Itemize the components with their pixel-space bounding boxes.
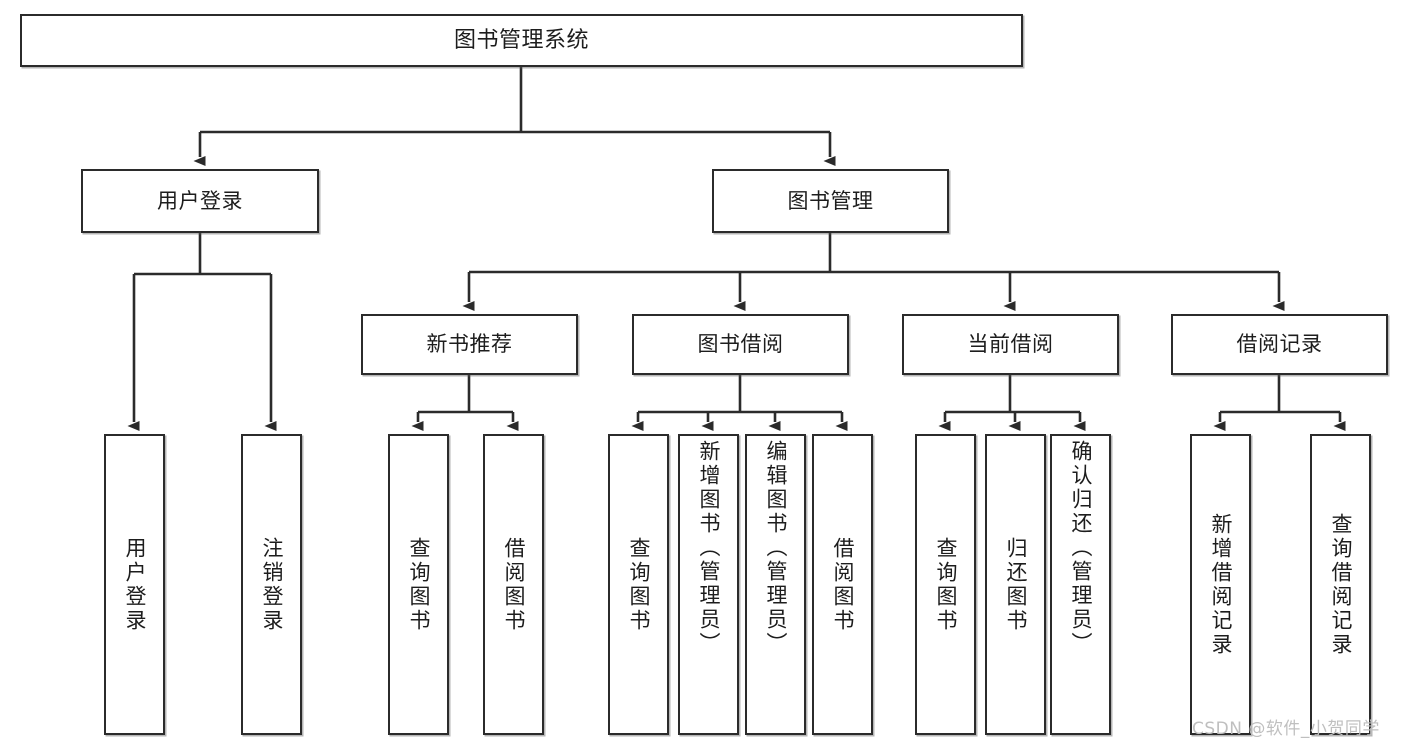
leaf-borrow-book-recommend-label: 借阅图书 bbox=[502, 536, 526, 633]
leaf-query-book-current-label: 查询图书 bbox=[934, 536, 958, 633]
leaf-user-login-label: 用户登录 bbox=[123, 536, 147, 633]
node-borrow-record[interactable]: 借阅记录 bbox=[1171, 314, 1388, 375]
leaf-query-borrow-record[interactable]: 查询借阅记录 bbox=[1310, 434, 1371, 735]
leaf-add-borrow-record[interactable]: 新增借阅记录 bbox=[1190, 434, 1251, 735]
leaf-query-book-borrow[interactable]: 查询图书 bbox=[608, 434, 669, 735]
node-new-book-recommend-label: 新书推荐 bbox=[426, 332, 513, 356]
leaf-add-book-admin[interactable]: 新增图书（管理员） bbox=[678, 434, 739, 735]
node-borrow-record-label: 借阅记录 bbox=[1236, 332, 1323, 356]
node-book-management[interactable]: 图书管理 bbox=[712, 169, 949, 233]
node-user-login-label: 用户登录 bbox=[157, 188, 243, 213]
node-book-borrow-label: 图书借阅 bbox=[697, 332, 784, 356]
leaf-logout-login-label: 注销登录 bbox=[260, 536, 284, 633]
leaf-borrow-book[interactable]: 借阅图书 bbox=[812, 434, 873, 735]
node-book-borrow[interactable]: 图书借阅 bbox=[632, 314, 849, 375]
leaf-query-book-current[interactable]: 查询图书 bbox=[915, 434, 976, 735]
leaf-confirm-return-admin-label: 确认归还（管理员） bbox=[1069, 440, 1093, 656]
leaf-confirm-return-admin[interactable]: 确认归还（管理员） bbox=[1050, 434, 1111, 735]
leaf-return-book[interactable]: 归还图书 bbox=[985, 434, 1046, 735]
leaf-edit-book-admin[interactable]: 编辑图书（管理员） bbox=[745, 434, 806, 735]
node-root-label: 图书管理系统 bbox=[453, 27, 589, 53]
leaf-edit-book-admin-label: 编辑图书（管理员） bbox=[764, 440, 788, 656]
leaf-return-book-label: 归还图书 bbox=[1004, 536, 1028, 633]
leaf-query-book-recommend[interactable]: 查询图书 bbox=[388, 434, 449, 735]
node-current-borrow-label: 当前借阅 bbox=[967, 332, 1054, 356]
leaf-borrow-book-recommend[interactable]: 借阅图书 bbox=[483, 434, 544, 735]
leaf-add-book-admin-label: 新增图书（管理员） bbox=[697, 440, 721, 656]
csdn-watermark: CSDN @软件_小贺同学 bbox=[1192, 719, 1380, 739]
leaf-logout-login[interactable]: 注销登录 bbox=[241, 434, 302, 735]
leaf-query-book-recommend-label: 查询图书 bbox=[407, 536, 431, 633]
leaf-borrow-book-label: 借阅图书 bbox=[831, 536, 855, 633]
node-book-management-label: 图书管理 bbox=[787, 188, 874, 213]
node-user-login[interactable]: 用户登录 bbox=[81, 169, 319, 233]
leaf-user-login[interactable]: 用户登录 bbox=[104, 434, 165, 735]
leaf-query-borrow-record-label: 查询借阅记录 bbox=[1329, 512, 1353, 657]
node-root[interactable]: 图书管理系统 bbox=[20, 14, 1023, 67]
leaf-query-book-borrow-label: 查询图书 bbox=[627, 536, 651, 633]
leaf-add-borrow-record-label: 新增借阅记录 bbox=[1209, 512, 1233, 657]
node-new-book-recommend[interactable]: 新书推荐 bbox=[361, 314, 578, 375]
node-current-borrow[interactable]: 当前借阅 bbox=[902, 314, 1119, 375]
